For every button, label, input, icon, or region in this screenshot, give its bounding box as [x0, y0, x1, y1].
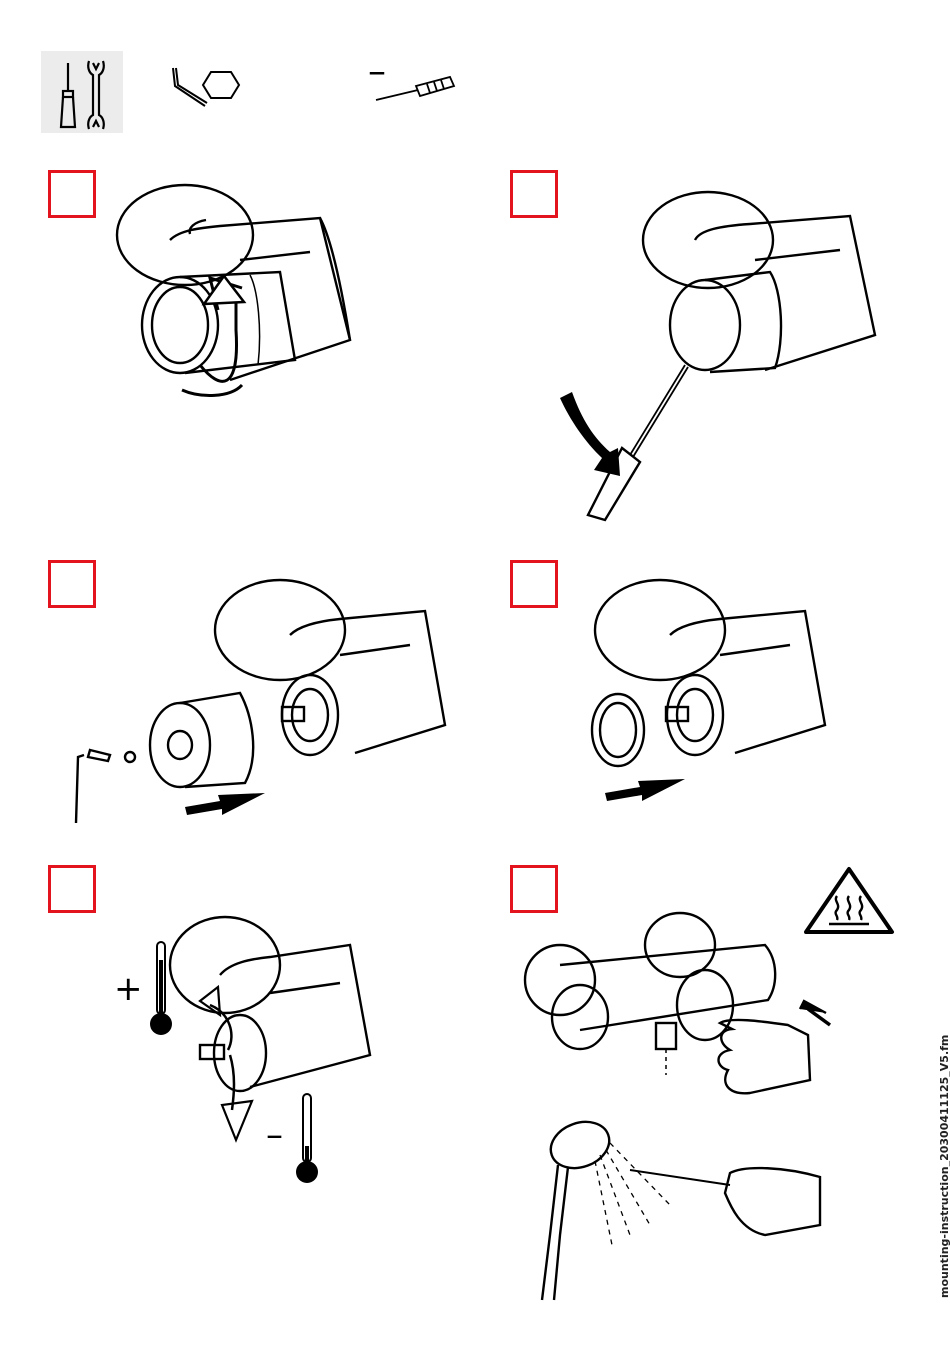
step-2-illustration	[560, 180, 890, 530]
step-1-illustration	[110, 180, 370, 410]
screwdriver-wrench-icon	[41, 51, 123, 133]
step-2-box	[510, 170, 558, 218]
step-5-box	[48, 865, 96, 913]
step-3-illustration	[70, 575, 460, 825]
file-name-label: mounting-instruction_20300411125_V5.fm	[938, 1035, 950, 1298]
flat-screwdriver-icon	[372, 70, 462, 110]
step-1-box	[48, 170, 96, 218]
step-4-illustration	[580, 575, 860, 815]
temperature-plus-sign: +	[114, 972, 143, 1006]
step-5-illustration	[170, 905, 380, 1145]
hex-key-icon	[165, 62, 245, 112]
step-4-box	[510, 560, 558, 608]
step-6-illustration	[520, 905, 900, 1315]
